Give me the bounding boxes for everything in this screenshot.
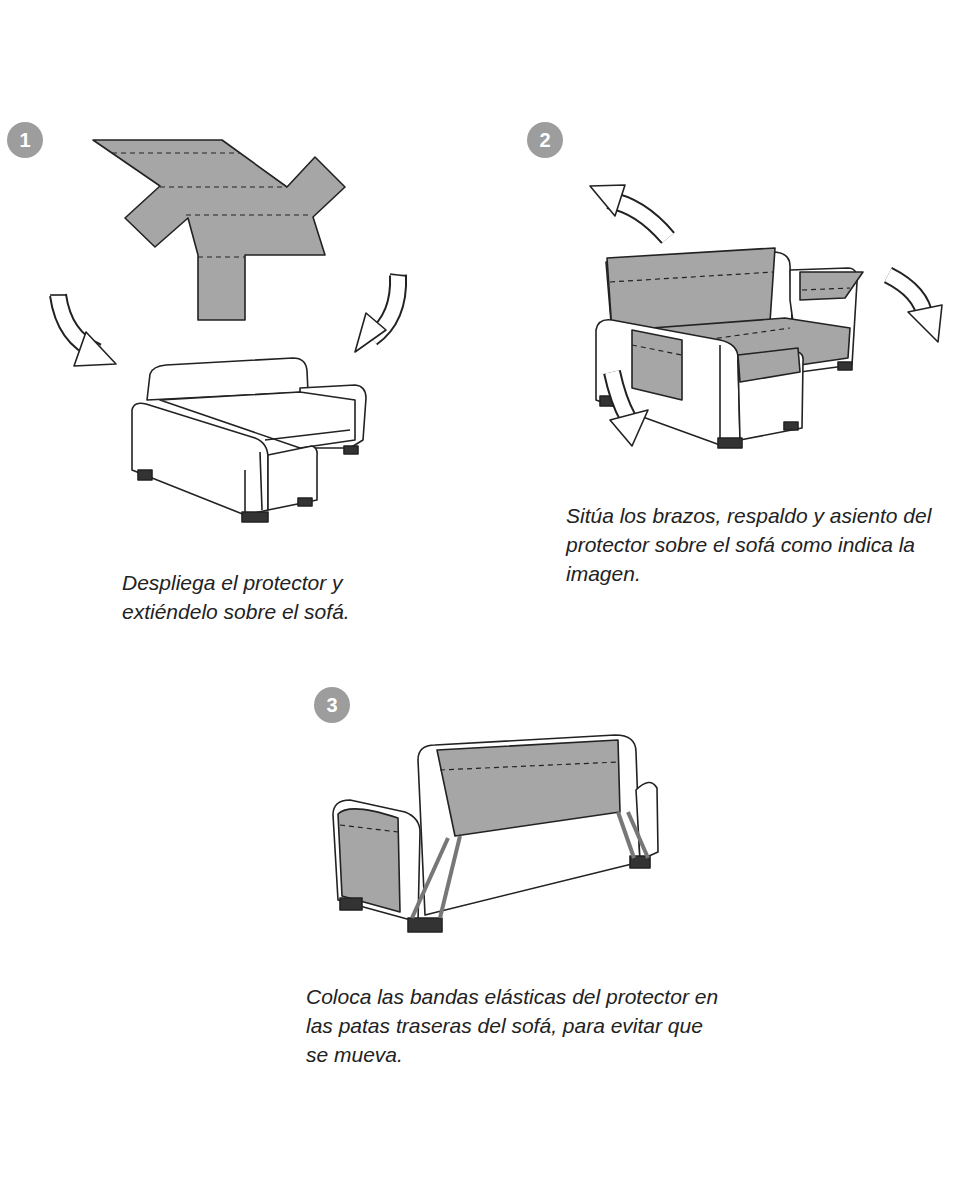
step-number-text: 3: [326, 695, 337, 715]
curved-arrow: [888, 275, 942, 342]
sofa: [333, 735, 658, 932]
step-number-text: 2: [539, 130, 550, 150]
step-caption: Sitúa los brazos, respaldo y asiento del…: [566, 501, 951, 588]
protector-cover: [93, 140, 345, 320]
step-number: 3: [314, 687, 350, 723]
curved-arrow: [610, 372, 648, 446]
step-number-text: 1: [19, 130, 30, 150]
step-caption: Despliega el protector y extiéndelo sobr…: [122, 568, 407, 626]
step-number: 1: [7, 122, 43, 158]
sofa: [132, 358, 366, 522]
curved-arrow: [50, 295, 116, 366]
curved-arrow: [355, 274, 406, 352]
step-caption: Coloca las bandas elásticas del protecto…: [306, 982, 721, 1069]
step-number: 2: [527, 122, 563, 158]
sofa: [596, 248, 863, 448]
curved-arrow: [590, 185, 668, 238]
elastic-band: [412, 812, 648, 918]
